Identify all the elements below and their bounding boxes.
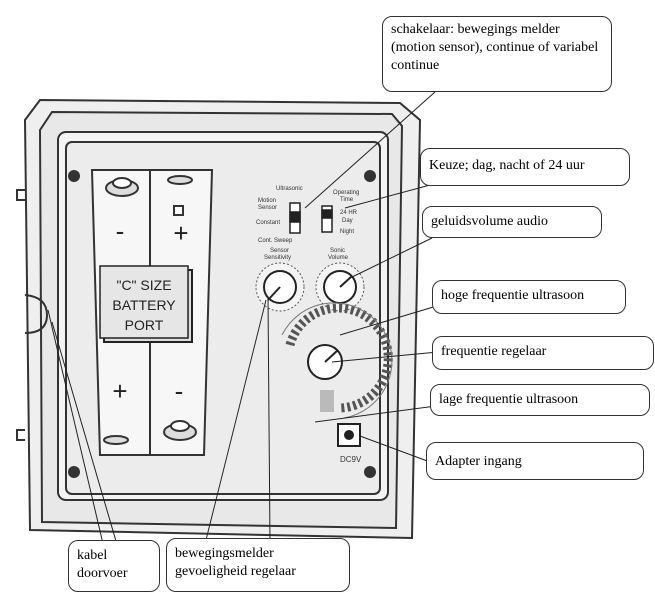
- dc-jack[interactable]: [337, 423, 361, 447]
- label-sensor-2: Sensitivity: [264, 255, 291, 261]
- leader-lines: [47, 91, 441, 549]
- callout-adapter: Adapter ingang: [426, 442, 644, 480]
- battery-minus-left: -: [116, 216, 125, 246]
- label-motion-sensor-1: Motion: [258, 198, 276, 204]
- battery-plus-right: +: [173, 218, 188, 248]
- label-24hr: 24 HR: [340, 210, 358, 216]
- callout-high-freq: hoge frequentie ultrasoon: [432, 280, 626, 314]
- frequency-dial[interactable]: [281, 302, 393, 419]
- label-ultrasonic: Ultrasonic: [276, 186, 303, 192]
- callout-volume: geluidsvolume audio: [422, 206, 602, 238]
- label-dc9v: DC9V: [340, 455, 362, 464]
- callout-freq-knob: frequentie regelaar: [432, 336, 654, 370]
- callout-switch: schakelaar: bewegings melder (motion sen…: [382, 16, 612, 92]
- time-switch[interactable]: [321, 205, 333, 233]
- control-labels: Ultrasonic Motion Sensor Constant Cont. …: [256, 186, 362, 464]
- label-constant: Constant: [256, 220, 280, 226]
- callout-cable: kabel doorvoer: [68, 540, 160, 592]
- label-sensor-1: Sensor: [270, 248, 289, 254]
- callout-time: Keuze; dag, nacht of 24 uur: [420, 148, 630, 186]
- label-operating-1: Operating: [333, 190, 359, 196]
- callout-sensitivity: bewegingsmelder gevoeligheid regelaar: [166, 538, 350, 592]
- label-sonic-1: Sonic: [330, 248, 345, 254]
- label-day: Day: [342, 218, 353, 224]
- battery-label-box: "C" SIZE BATTERY PORT: [99, 265, 193, 343]
- label-motion-sensor-2: Sensor: [258, 205, 277, 211]
- label-cont-sweep: Cont. Sweep: [258, 238, 293, 244]
- sensitivity-knob[interactable]: [255, 262, 305, 312]
- battery-minus-right: -: [175, 376, 184, 406]
- battery-label-line3: PORT: [125, 317, 164, 333]
- screws: [68, 170, 376, 478]
- battery-plus-left: +: [112, 376, 127, 406]
- mode-switch[interactable]: [289, 202, 301, 234]
- callout-low-freq: lage frequentie ultrasoon: [430, 384, 650, 416]
- label-operating-2: Time: [340, 197, 354, 203]
- label-night: Night: [340, 229, 354, 235]
- battery-label-line2: BATTERY: [112, 297, 176, 313]
- battery-label-line1: "C" SIZE: [116, 277, 171, 293]
- label-sonic-2: Volume: [328, 255, 349, 261]
